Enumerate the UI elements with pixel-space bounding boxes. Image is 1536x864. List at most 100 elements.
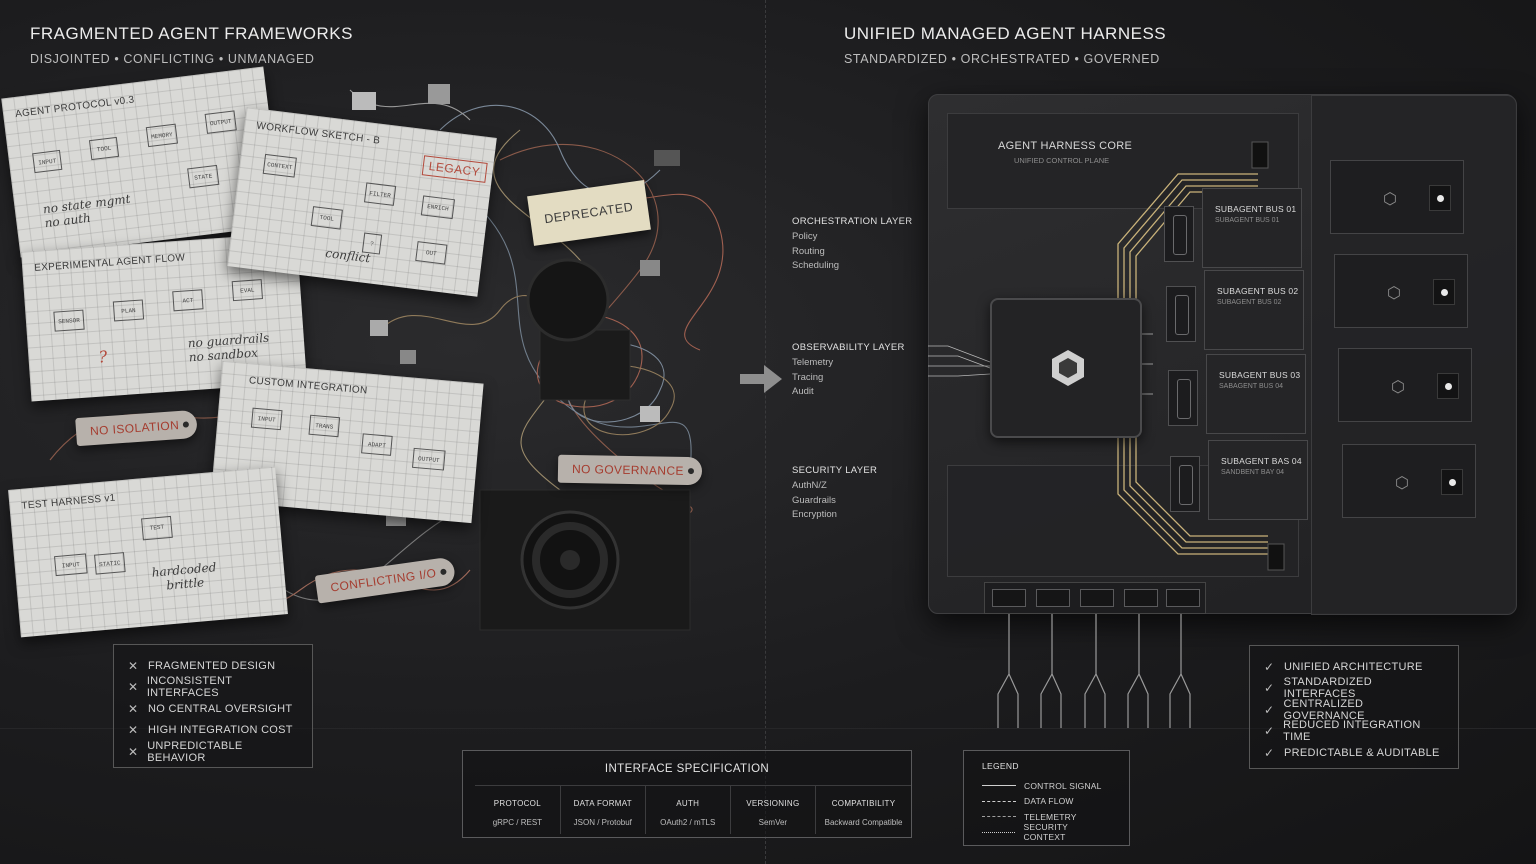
legend-item: SECURITY CONTEXT (982, 822, 1111, 842)
diagram-box: OUTPUT (204, 110, 237, 134)
bus-title: SUBAGENT BUS 02 (1217, 286, 1299, 296)
status-led (1433, 279, 1455, 305)
list-item: ✕ INCONSISTENT INTERFACES (128, 675, 298, 700)
diagram-box: TOOL (88, 136, 120, 161)
spec-column-header: AUTH (645, 785, 731, 812)
list-item: ✓PREDICTABLE & AUDITABLE (1264, 742, 1444, 764)
cube-icon: ⬡ (1387, 285, 1401, 302)
spec-value: gRPC / REST (475, 811, 561, 834)
output-cables (997, 614, 1191, 728)
bus-title: SUBAGENT BAS 04 (1221, 456, 1302, 466)
diagram-box: STATIC (94, 552, 126, 575)
diagram-box: CONTEXT (262, 153, 297, 178)
spec-column-header: PROTOCOL (475, 785, 561, 812)
benefit-label: UNIFIED ARCHITECTURE (1284, 660, 1423, 673)
spec-value: OAuth2 / mTLS (645, 811, 731, 834)
bus-subtitle: SUBAGENT BUS 01 (1215, 217, 1280, 224)
x-mark-icon: ✕ (128, 723, 139, 738)
subagent-bus-01: SUBAGENT BUS 01 SUBAGENT BUS 01 (1202, 188, 1302, 268)
core-module (990, 298, 1142, 438)
diagram-box: OUTPUT (412, 447, 446, 471)
list-item: ✓CENTRALIZED GOVERNANCE (1264, 698, 1444, 722)
layer-item: Tracing (792, 371, 824, 383)
harness-logo-icon (1052, 350, 1084, 386)
legend-item: TELEMETRY (982, 809, 1111, 825)
problem-label: INCONSISTENT INTERFACES (146, 675, 233, 700)
paper-test-harness: TEST HARNESS v1 INPUT TEST STATIC hardco… (8, 466, 288, 638)
diagram-box: EVAL (231, 279, 263, 302)
interface-spec-panel: INTERFACE SPECIFICATION PROTOCOL DATA FO… (462, 750, 912, 838)
subagent-bus-02: SUBAGENT BUS 02 SUBAGENT BUS 02 (1204, 270, 1304, 350)
diagram-box: INPUT (32, 149, 63, 174)
core-panel: AGENT HARNESS CORE UNIFIED CONTROL PLANE (947, 113, 1299, 209)
list-item: ✓STANDARDIZED INTERFACES (1264, 676, 1444, 700)
core-title: AGENT HARNESS CORE (998, 140, 1133, 152)
cube-icon: ⬡ (1395, 475, 1409, 492)
list-item: ✓UNIFIED ARCHITECTURE (1264, 656, 1444, 678)
status-led (1429, 185, 1451, 211)
bus-connector (1166, 286, 1196, 342)
spec-column-header: VERSIONING (730, 785, 817, 812)
io-port (1080, 589, 1114, 607)
list-item: ✕ UNPREDICTABLE BEHAVIOR (128, 739, 298, 764)
benefit-label: PREDICTABLE & AUDITABLE (1284, 746, 1440, 759)
x-mark-icon: ✕ (128, 701, 139, 716)
left-title: FRAGMENTED AGENT FRAMEWORKS (30, 24, 353, 43)
problem-label: FRAGMENTED DESIGN (148, 659, 276, 672)
dashed-line-swatch (982, 800, 1016, 802)
handwritten-note: hardcoded brittle (151, 560, 217, 593)
io-port (1124, 589, 1158, 607)
spec-value: Backward Compatible (824, 818, 903, 827)
layer-title: ORCHESTRATION LAYER (792, 216, 913, 227)
bus-subtitle: SUBAGENT BUS 02 (1217, 299, 1282, 306)
x-mark-icon: ✕ (128, 744, 139, 759)
bus-subtitle: SABAGENT BUS 04 (1219, 383, 1284, 390)
bus-connector (1164, 206, 1194, 262)
io-port (1036, 589, 1070, 607)
check-mark-icon: ✓ (1264, 681, 1275, 696)
module-slot: ⬡ (1330, 160, 1464, 234)
question-mark: ? (97, 347, 108, 367)
layer-item: Routing (792, 245, 825, 257)
diagram-box: INPUT (250, 407, 283, 431)
layer-orchestration: ORCHESTRATION LAYER Policy Routing Sched… (792, 216, 912, 271)
legacy-stamp: LEGACY (421, 155, 488, 183)
layer-item: Scheduling (792, 260, 840, 271)
center-divider (765, 0, 766, 864)
bus-connector (1168, 370, 1198, 426)
x-mark-icon: ✕ (128, 680, 139, 695)
layer-item: Encryption (792, 509, 837, 520)
check-mark-icon: ✓ (1264, 724, 1275, 739)
list-item: ✕ NO CENTRAL OVERSIGHT (128, 698, 298, 720)
legend-label: DATA FLOW (1024, 796, 1074, 807)
diagram-box: STATE (187, 164, 220, 189)
problems-list: ✕FRAGMENTED DESIGN ✕INCONSISTENT INTERFA… (113, 644, 313, 768)
diagram-box: ADAPT (361, 433, 393, 456)
layer-title: SECURITY LAYER (792, 465, 878, 476)
diagram-box: MEMORY (145, 123, 179, 148)
problem-label: NO CENTRAL OVERSIGHT (148, 702, 293, 715)
transition-arrow-icon (740, 365, 782, 393)
legend-panel: LEGEND CONTROL SIGNAL DATA FLOW TELEMETR… (963, 750, 1130, 846)
legend-item: DATA FLOW (982, 794, 1111, 810)
diagram-box: SENSOR (53, 309, 85, 332)
module-slot: ⬡ (1338, 348, 1472, 422)
problem-label: UNPREDICTABLE BEHAVIOR (147, 739, 243, 764)
module-slot: ⬡ (1334, 254, 1468, 328)
spec-column-header: DATA FORMAT (560, 785, 646, 812)
benefit-label: REDUCED INTEGRATION TIME (1283, 719, 1421, 744)
circuit-traces (928, 141, 1285, 571)
check-mark-icon: ✓ (1264, 702, 1275, 717)
layer-item: Guardrails (792, 494, 836, 506)
status-led (1437, 373, 1459, 399)
cube-icon: ⬡ (1383, 191, 1397, 208)
dash-dot-line-swatch (982, 816, 1016, 818)
bus-title: SUBAGENT BUS 01 (1215, 204, 1297, 214)
list-item: ✕HIGH INTEGRATION COST (128, 720, 298, 742)
solid-line-swatch (982, 785, 1016, 787)
right-subtitle: STANDARDIZED • ORCHESTRATED • GOVERNED (844, 52, 1160, 66)
handwritten-note: no guardrails no sandbox (187, 330, 270, 365)
no-governance-tag: NO GOVERNANCE (557, 454, 703, 486)
legend-label: CONTROL SIGNAL (1024, 780, 1102, 791)
list-item: ✕FRAGMENTED DESIGN (128, 655, 298, 677)
